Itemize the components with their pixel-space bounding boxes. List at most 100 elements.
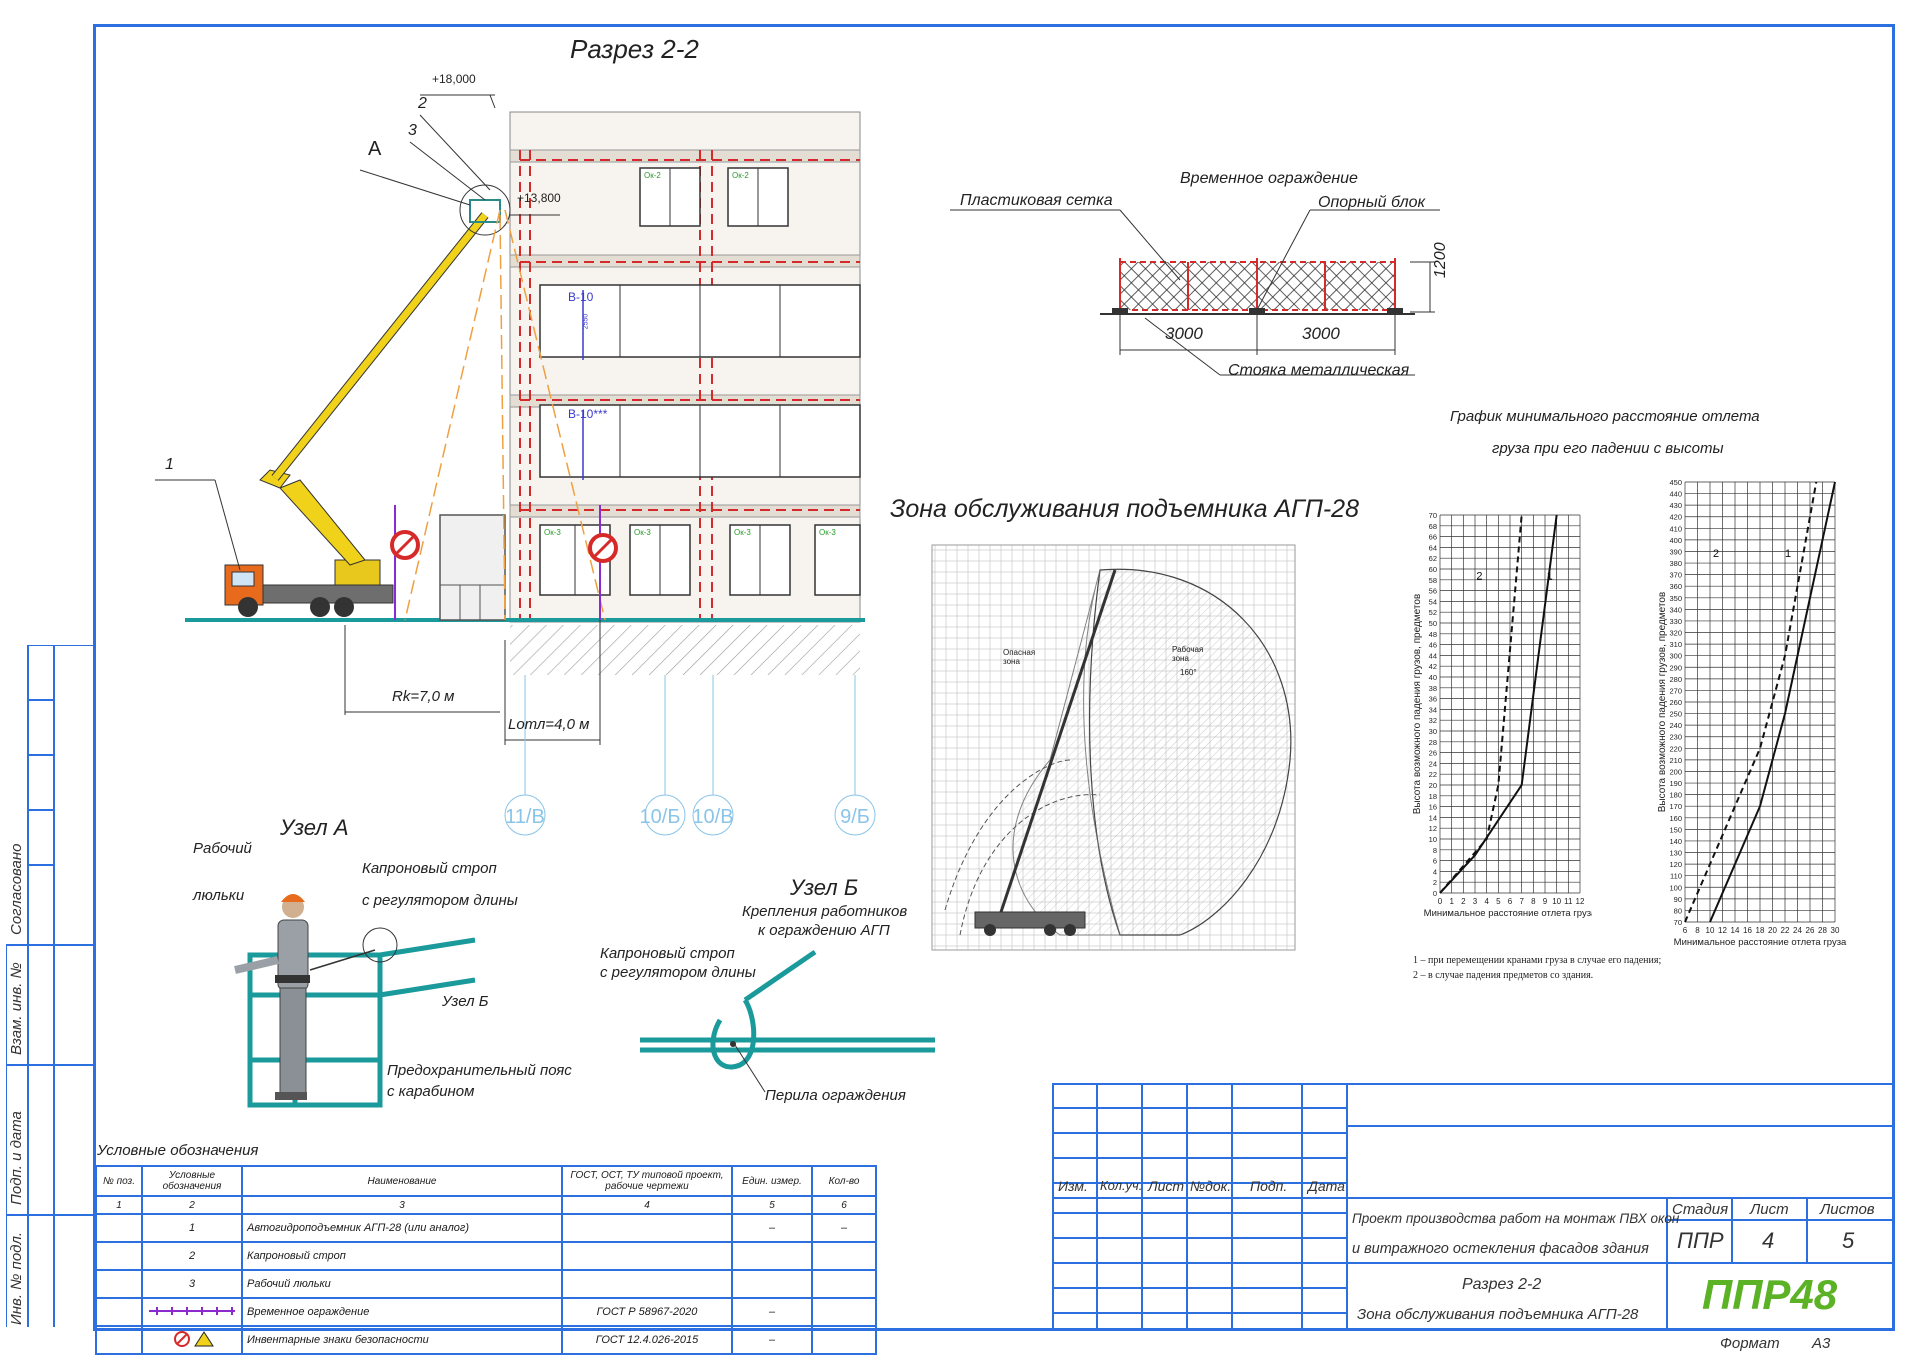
chart-y-tick: 160	[1669, 814, 1682, 823]
node-b-strap-2: с регулятором длины	[600, 964, 756, 981]
legend-header-cell: Кол-во	[811, 1165, 877, 1197]
node-b-subtitle-2: к ограждению АГП	[758, 922, 890, 939]
chart-y-tick: 450	[1669, 478, 1682, 487]
legend-header-cell: Условные обозначения	[141, 1165, 243, 1197]
stage-label: Стадия	[1672, 1201, 1729, 1218]
node-b-title: Узел Б	[790, 875, 859, 900]
chart-x-tick: 8	[1531, 897, 1536, 906]
node-a-title: Узел А	[280, 815, 349, 840]
chart-y-tick: 20	[1429, 781, 1437, 790]
legend-cell-qty	[811, 1241, 877, 1271]
chart-y-tick: 360	[1669, 582, 1682, 591]
dim-window: 2550	[582, 313, 590, 330]
fence-detail	[950, 209, 1440, 376]
chart-y-tick: 44	[1429, 651, 1437, 660]
chart-y-tick: 150	[1669, 825, 1682, 834]
axis-label: 9/Б	[840, 806, 870, 828]
fence-span-1: 3000	[1165, 324, 1203, 343]
chart-y-tick: 70	[1429, 511, 1437, 520]
axis-bubble	[644, 794, 686, 836]
chart-x-tick: 4	[1484, 897, 1489, 906]
chart-y-tick: 400	[1669, 536, 1682, 545]
legend-cell-sym: 3	[141, 1269, 243, 1299]
window-mark: Ок-3	[734, 528, 751, 537]
chart-y-tick: 420	[1669, 513, 1682, 522]
chart-y-tick: 220	[1669, 744, 1682, 753]
legend-title: Условные обозначения	[97, 1142, 259, 1159]
title-block: Изм. Кол.уч. Лист №док. Подп. Дата Проек…	[1052, 1083, 1895, 1352]
chart-x-tick: 18	[1756, 926, 1765, 935]
chart-y-tick: 350	[1669, 594, 1682, 603]
chart-y-tick: 170	[1669, 802, 1682, 811]
chart-y-tick: 180	[1669, 791, 1682, 800]
node-a-marker	[459, 184, 511, 236]
chart-y-tick: 390	[1669, 547, 1682, 556]
axis-label: 10/Б	[640, 806, 681, 828]
fence-mesh-label: Пластиковая сетка	[960, 192, 1113, 209]
node-a-belt-2: с карабином	[387, 1083, 475, 1100]
dim-rk: Rk=7,0 м	[392, 688, 455, 705]
chart-y-tick: 0	[1433, 889, 1437, 898]
format-value: А3	[1812, 1335, 1831, 1352]
chart-y-tick: 40	[1429, 673, 1437, 682]
chart-x-tick: 6	[1508, 897, 1513, 906]
legend-cell-qty: –	[811, 1213, 877, 1243]
chart-y-tick: 60	[1429, 565, 1437, 574]
chart-y-tick: 130	[1669, 849, 1682, 858]
chart-series-label: 1	[1785, 548, 1791, 560]
chart-y-tick: 50	[1429, 619, 1437, 628]
legend-cell-name: Автогидроподъемник АГП-28 (или аналог)	[241, 1213, 563, 1243]
chart-y-tick: 90	[1674, 895, 1682, 904]
chart-x-tick: 16	[1743, 926, 1752, 935]
legend-cell-unit	[731, 1269, 813, 1299]
chart-x-tick: 14	[1731, 926, 1740, 935]
no-entry-sign	[390, 530, 618, 563]
stamp-inv-orig: Инв. № подл.	[8, 1231, 25, 1325]
legend-cell-unit: –	[731, 1325, 813, 1355]
chart-y-tick: 110	[1670, 872, 1682, 881]
axis-bubble	[834, 794, 876, 836]
chart-y-tick: 2	[1433, 878, 1437, 887]
chart-y-tick: 260	[1669, 698, 1682, 707]
window-mark-b10: В-10	[568, 290, 594, 304]
stamp-agreed: Согласовано	[8, 843, 25, 936]
chart-y-tick: 430	[1669, 501, 1682, 510]
sheets-label: Листов	[1820, 1201, 1875, 1218]
chart-x-tick: 10	[1706, 926, 1715, 935]
callout-2: 2	[418, 95, 427, 112]
chart-x-tick: 30	[1831, 926, 1840, 935]
chart-x-tick: 28	[1818, 926, 1827, 935]
chart-series-line	[1439, 514, 1523, 894]
callout-3: 3	[408, 122, 417, 139]
window-mark: Ок-2	[644, 171, 661, 180]
chart-x-tick: 0	[1438, 897, 1443, 906]
chart-y-tick: 80	[1674, 906, 1682, 915]
truck-agp28	[224, 559, 394, 617]
chart-x-tick: 3	[1473, 897, 1478, 906]
legend-cell-qty	[811, 1325, 877, 1355]
legend-header-cell: Наименование	[241, 1165, 563, 1197]
chart-x-label: Минимальное расстояние отлета груза	[1424, 908, 1592, 919]
chart-y-tick: 28	[1429, 738, 1437, 747]
node-a-worker-1: Рабочий	[193, 840, 252, 857]
chart-y-tick: 250	[1669, 710, 1682, 719]
axis-bubble	[692, 794, 734, 836]
chart-y-tick: 34	[1429, 705, 1437, 714]
axis-label: 11/В	[505, 806, 545, 828]
zone-work-angle: 160°	[1180, 668, 1197, 677]
legend-cell-sym	[141, 1325, 243, 1355]
chart-y-tick: 24	[1429, 759, 1437, 768]
chart-series-label: 2	[1713, 548, 1719, 560]
graph-title-1: График минимального расстояние отлета	[1450, 408, 1760, 425]
stamp-sign-date: Подп. и дата	[8, 1111, 25, 1205]
chart-x-label: Минимальное расстояние отлета груза	[1674, 937, 1847, 948]
section-title: Разрез 2-2	[570, 34, 699, 64]
chart-x-tick: 11	[1564, 897, 1573, 906]
chart-y-tick: 290	[1669, 663, 1682, 672]
chart-y-tick: 30	[1429, 727, 1437, 736]
sheet-title-2: Зона обслуживания подъемника АГП-28	[1357, 1306, 1639, 1323]
legend-cell-pos	[95, 1241, 143, 1271]
chart-y-tick: 4	[1433, 867, 1437, 876]
node-a-strap-2: с регулятором длины	[362, 892, 518, 909]
